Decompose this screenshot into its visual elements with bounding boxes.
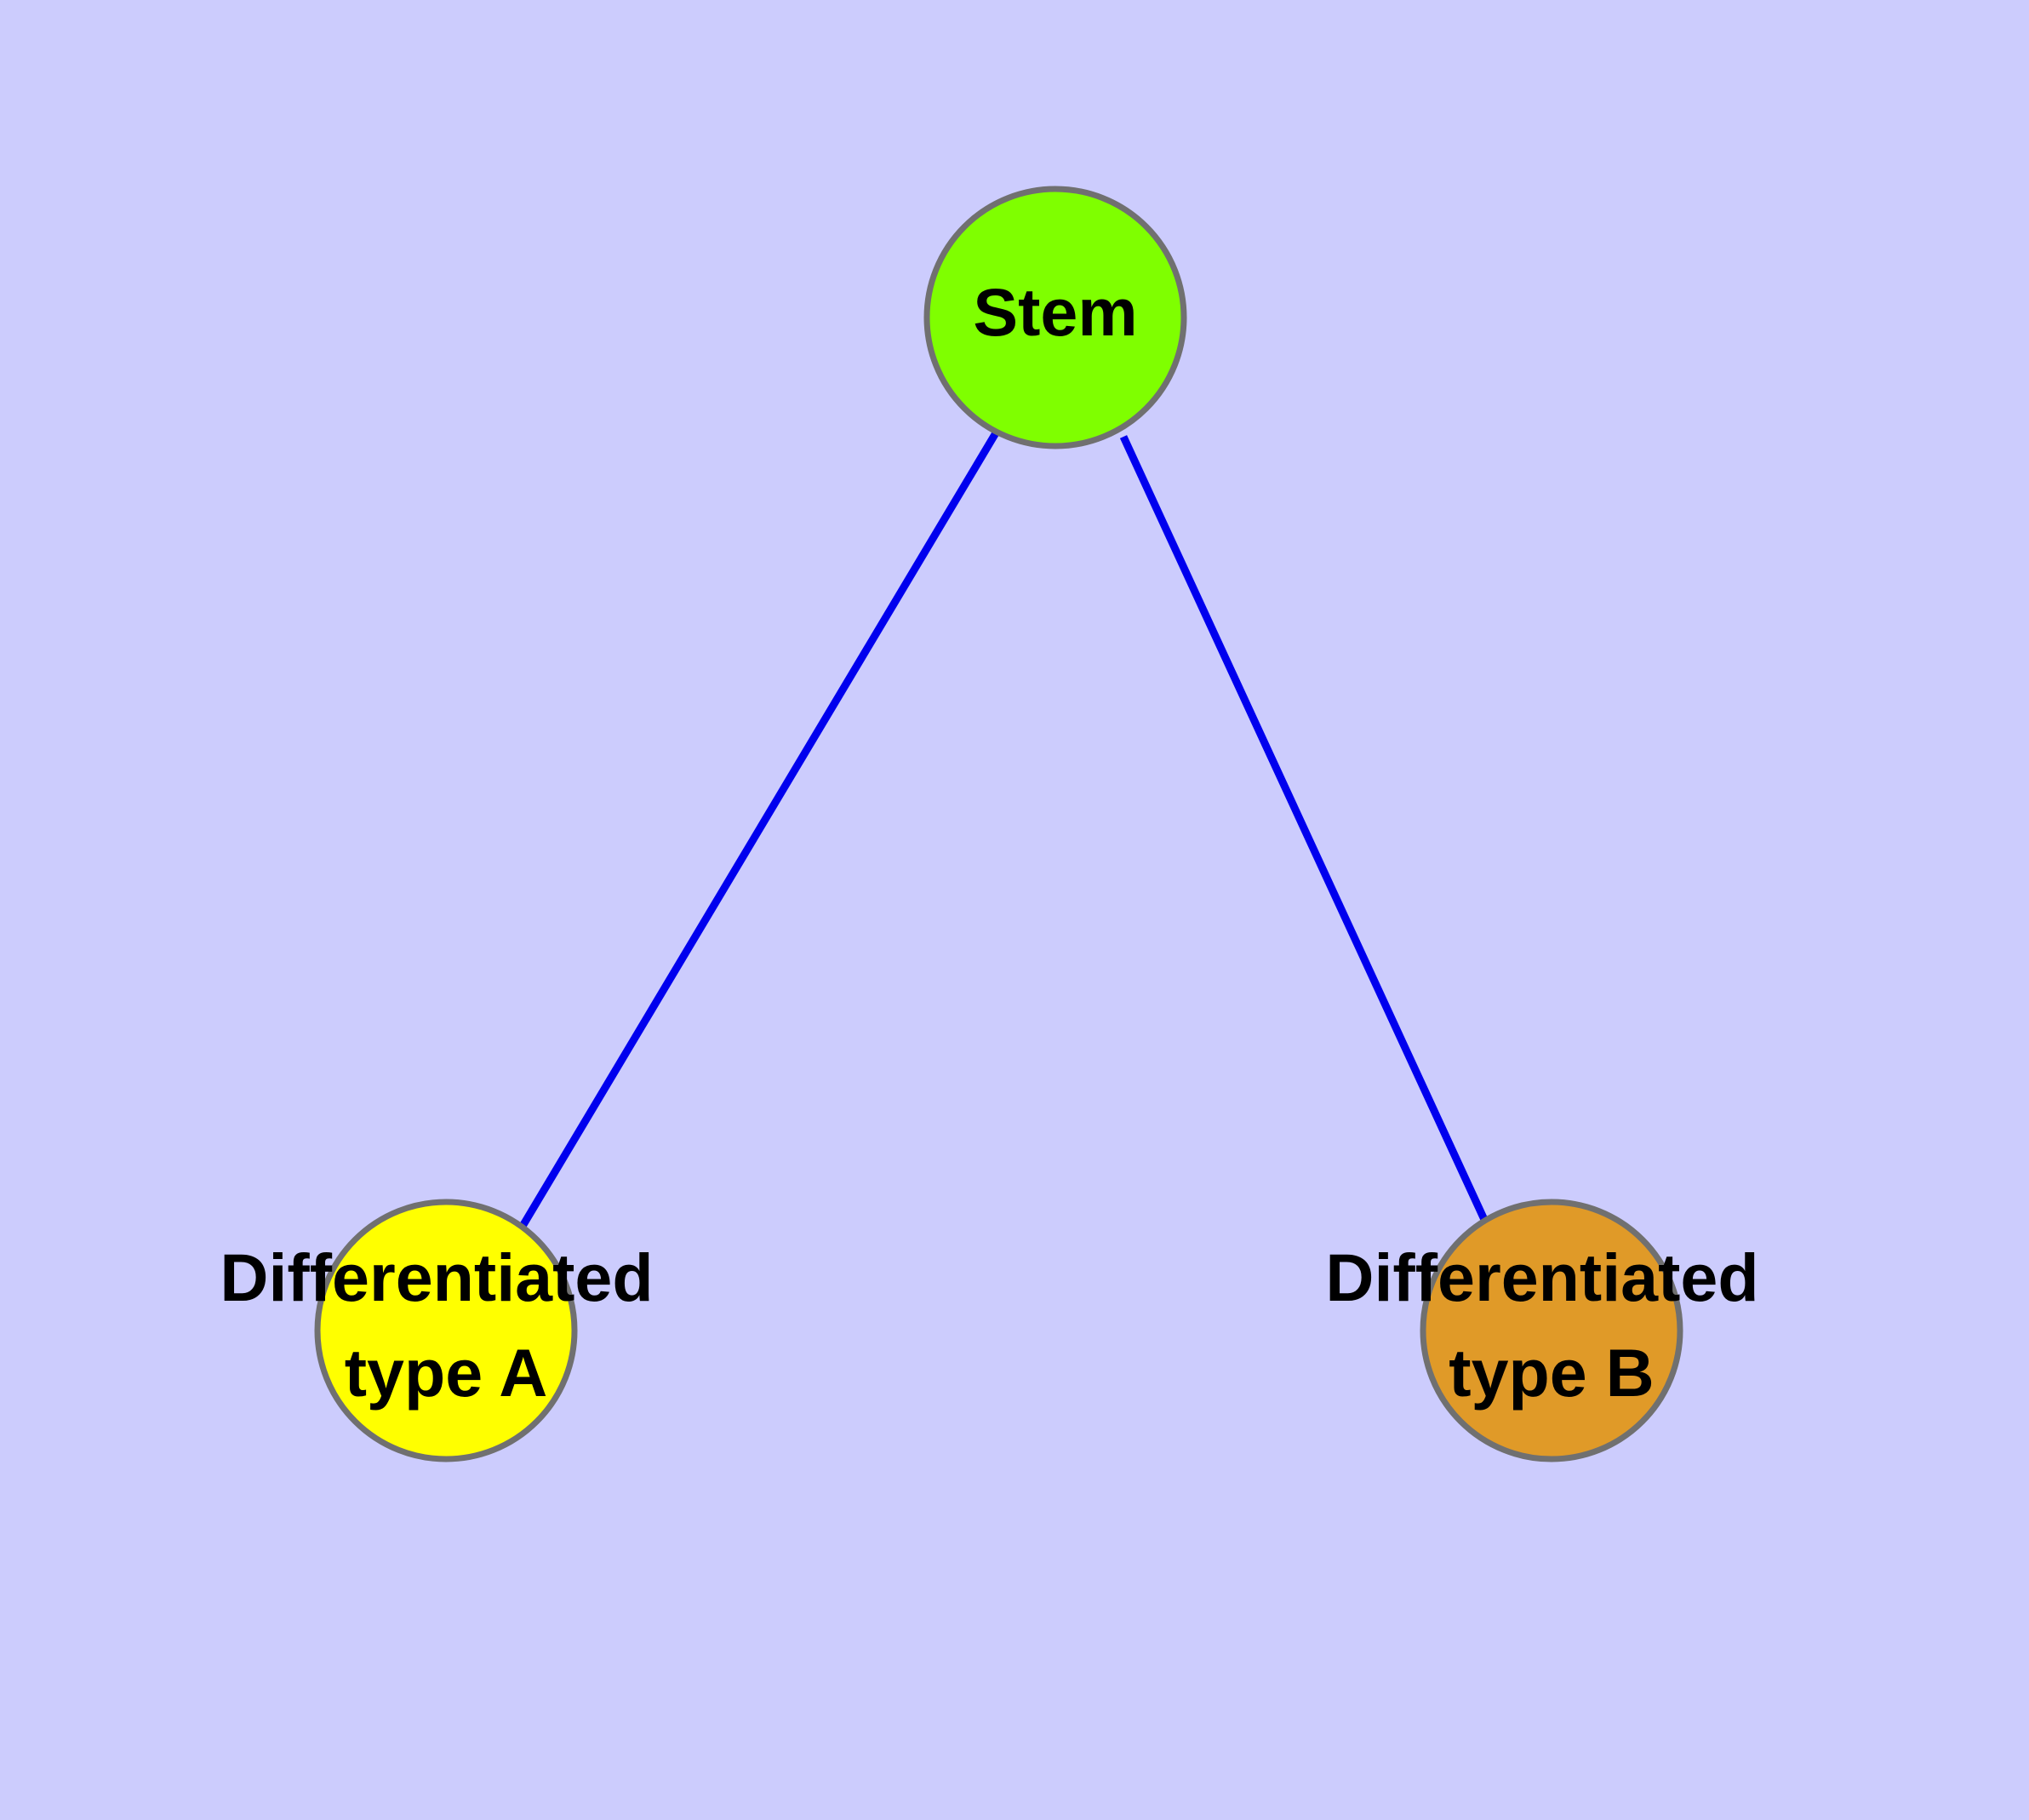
node-stem[interactable] <box>923 186 1187 449</box>
labels-layer: Stem Differentiated type A Differentiate… <box>220 274 1777 1411</box>
node-label-differentiated-type-b-line1: Differentiated <box>1325 1239 1758 1315</box>
node-differentiated-type-b[interactable] <box>1420 1199 1683 1462</box>
nodes-layer <box>314 186 1683 1462</box>
node-label-differentiated-type-a: Differentiated type A <box>220 1239 672 1411</box>
node-label-differentiated-type-b-line2: type B <box>1449 1335 1654 1411</box>
node-differentiated-type-a[interactable] <box>314 1199 578 1462</box>
edges-layer <box>518 429 1490 1230</box>
node-label-stem: Stem <box>973 274 1137 350</box>
node-label-stem-line1: Stem <box>973 274 1137 350</box>
node-label-differentiated-type-a-line1: Differentiated <box>220 1239 653 1315</box>
node-label-differentiated-type-b: Differentiated type B <box>1325 1239 1777 1411</box>
edge-stem-to-differentiated-type-a[interactable] <box>518 429 1000 1230</box>
node-label-differentiated-type-a-line2: type A <box>345 1335 548 1411</box>
edge-stem-to-differentiated-type-b[interactable] <box>1119 435 1490 1225</box>
